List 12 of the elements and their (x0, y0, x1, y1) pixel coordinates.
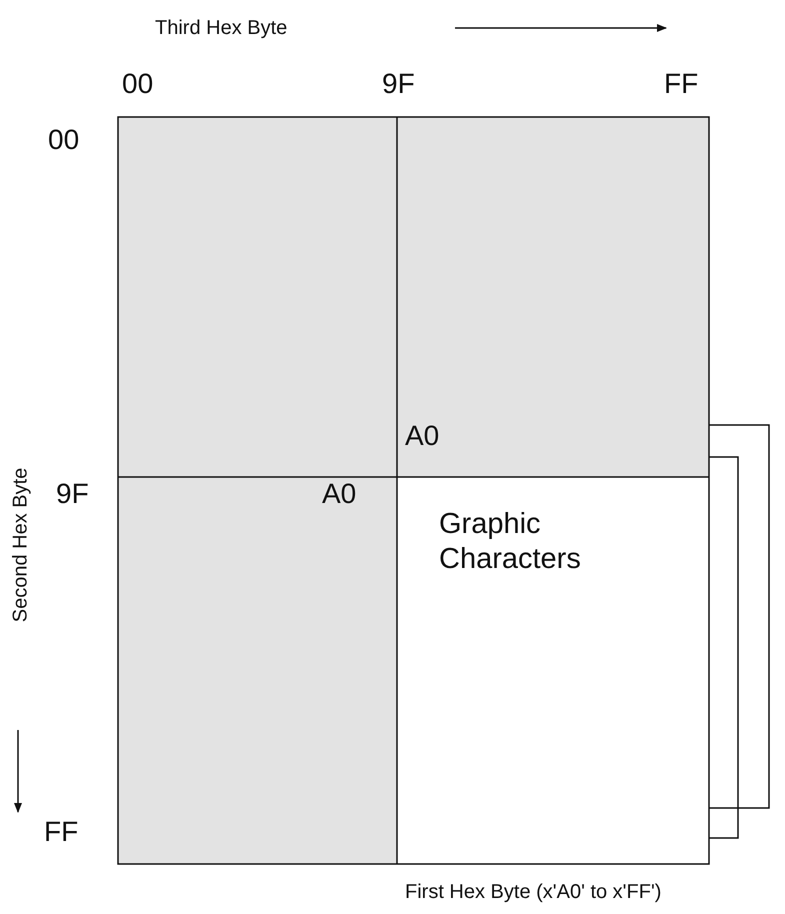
axis-title: First Hex Byte (x'A0' to x'FF') (405, 882, 662, 902)
tick-label: FF (44, 818, 78, 846)
code-value: A0 (322, 480, 356, 508)
tick-label: 00 (122, 70, 154, 98)
code-value: A0 (405, 422, 440, 450)
tick-label: 9F (56, 480, 89, 508)
axis-title: Second Hex Byte (10, 468, 30, 622)
axis-title: Third Hex Byte (155, 18, 288, 38)
region-label: Graphic Characters (439, 507, 582, 577)
tick-label: 00 (48, 126, 80, 154)
tick-label: FF (664, 70, 698, 98)
tick-label: 9F (382, 70, 415, 98)
